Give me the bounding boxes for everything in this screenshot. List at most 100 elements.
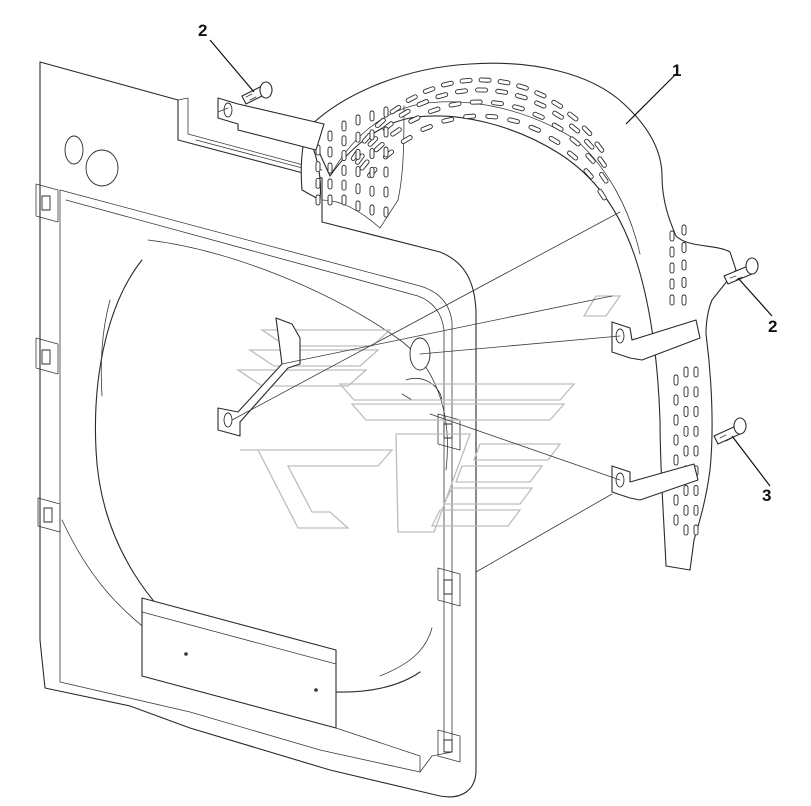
perforation-slot	[673, 414, 679, 426]
perforation-slot	[369, 166, 375, 178]
perforation-slot	[327, 162, 333, 174]
perforation-slot	[585, 153, 596, 164]
perforation-slot	[369, 110, 375, 122]
perforation-slot	[693, 524, 699, 536]
perforation-slot	[327, 130, 333, 142]
perforation-slot	[369, 185, 375, 197]
perforation-slot	[567, 150, 579, 161]
perforation-slot	[369, 204, 375, 216]
perforation-slot	[669, 294, 675, 306]
perforation-slot	[475, 87, 489, 93]
perforation-slot	[341, 194, 347, 206]
perforation-slot	[693, 406, 699, 417]
fan-shroud	[35, 61, 477, 798]
perforation-slot	[693, 366, 699, 378]
perforation-slot	[534, 90, 547, 99]
perforation-slot	[485, 113, 499, 120]
callout-label-bolt-right: 2	[768, 317, 777, 336]
callout-bolt-top: 2	[198, 21, 255, 93]
perforation-slot	[398, 108, 411, 118]
perforation-slot	[405, 94, 418, 103]
perforation-slot	[374, 117, 386, 129]
perforation-slot	[673, 394, 679, 406]
perforation-slot	[441, 116, 455, 124]
perforation-slot	[497, 79, 511, 86]
perforation-slot	[681, 277, 687, 288]
perforation-slot	[315, 161, 321, 173]
perforation-slot	[597, 188, 607, 201]
perforation-slot	[369, 129, 375, 141]
perforation-slot	[389, 104, 402, 115]
watermark-logo	[235, 295, 622, 533]
mounting-bracket-center	[217, 317, 301, 437]
perforation-slot	[359, 159, 370, 171]
perforation-slot	[355, 200, 361, 212]
perforation-slot	[599, 172, 609, 184]
perforation-slot	[516, 83, 529, 91]
bolt-top-icon	[241, 81, 273, 105]
perforation-slot	[569, 136, 581, 147]
perforation-slot	[355, 148, 361, 160]
perforation-slot	[683, 406, 689, 417]
callout-bolt-right: 2	[737, 277, 777, 336]
perforation-slot	[373, 141, 385, 153]
perforation-slot	[491, 100, 504, 107]
perforation-slot	[683, 504, 689, 516]
perforation-slot	[416, 99, 429, 108]
perforation-slot	[597, 156, 607, 168]
perforation-slot	[355, 131, 361, 143]
callout-label-guard: 1	[672, 61, 681, 80]
assembly-guide-lines	[217, 107, 621, 573]
perforation-slot	[693, 504, 699, 516]
perforation-slot	[383, 106, 389, 118]
perforation-slot	[441, 80, 454, 88]
perforation-slot	[341, 164, 347, 176]
perforation-slot	[548, 135, 561, 145]
perforation-slot	[369, 148, 375, 160]
perforation-slot	[673, 454, 679, 466]
perforation-slot	[327, 146, 333, 158]
perforation-slot	[383, 206, 389, 218]
perforation-slot	[673, 434, 679, 446]
perforation-slot	[463, 113, 477, 120]
perforation-slot	[455, 88, 468, 95]
perforation-slot	[669, 246, 675, 258]
perforation-slot	[683, 524, 689, 536]
callout-label-bolt-top: 2	[198, 21, 207, 40]
perforation-slot	[584, 138, 595, 150]
guard-perforations	[315, 77, 699, 536]
mounting-bracket-top	[217, 97, 325, 151]
perforation-slot	[383, 186, 389, 198]
perforation-slot	[383, 126, 389, 138]
perforation-slot	[683, 485, 689, 496]
perforation-slot	[515, 93, 528, 101]
perforation-slot	[681, 259, 687, 271]
perforation-slot	[693, 445, 699, 457]
perforation-slot	[512, 104, 525, 112]
perforation-slot	[569, 123, 581, 134]
perforation-slot	[341, 179, 347, 191]
perforation-slot	[669, 230, 675, 242]
perforation-slot	[528, 124, 541, 133]
perforation-slot	[534, 100, 547, 109]
perforation-slot	[567, 111, 579, 122]
perforation-slot	[341, 135, 347, 147]
perforation-slot	[693, 485, 699, 496]
perforation-slot	[355, 183, 361, 195]
perforation-slot	[435, 92, 449, 100]
perforation-slot	[495, 88, 509, 95]
perforation-slot	[383, 146, 389, 158]
callout-bolt-lower: 3	[731, 435, 771, 505]
perforation-slot	[315, 177, 321, 189]
perforation-slot	[355, 166, 361, 178]
perforation-slot	[532, 111, 545, 120]
perforation-slot	[355, 114, 361, 126]
perforation-slot	[551, 122, 564, 132]
perforation-slot	[683, 386, 689, 398]
perforation-slot	[390, 127, 402, 137]
perforation-slot	[341, 120, 347, 132]
bolt-lower-icon	[713, 417, 747, 445]
perforation-slot	[420, 124, 433, 132]
perforation-slot	[673, 494, 679, 506]
